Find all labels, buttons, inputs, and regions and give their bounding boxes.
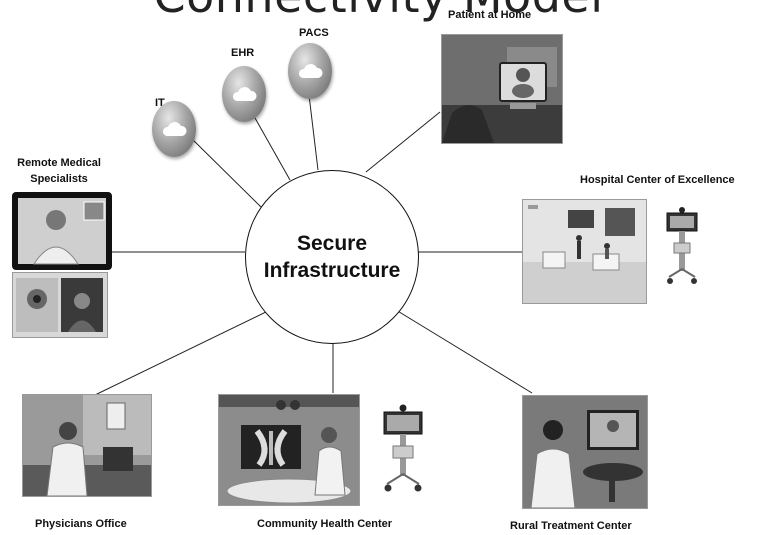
telemedicine-cart-hospital [663, 207, 701, 291]
photo-community-health-center [218, 394, 360, 506]
connector-it [187, 134, 262, 208]
label-community-health-center: Community Health Center [257, 518, 393, 530]
cloud-glyph-icon [232, 87, 257, 101]
label-rural-treatment-center: Rural Treatment Center [510, 520, 632, 532]
connector-patient-home [365, 111, 441, 173]
hub-label: Secure Infrastructure [263, 232, 401, 282]
cloud-icon [288, 43, 332, 99]
label-physicians-office: Physicians Office [35, 518, 127, 530]
photo-physicians-office [22, 394, 152, 497]
cloud-icon [152, 101, 196, 157]
photo-patient-at-home [441, 34, 563, 144]
cloud-icon [222, 66, 266, 122]
cloud-label-ehr: EHR [231, 47, 255, 59]
label-patient-at-home: Patient at Home [448, 9, 532, 21]
photo-rural-treatment-center [522, 395, 648, 509]
label-hospital-center-of-excellence: Hospital Center of Excellence [580, 174, 735, 186]
connector-physicians [94, 309, 271, 396]
connector-pacs [308, 94, 319, 171]
photo-hospital-center [522, 199, 647, 304]
cloud-label-it: IT [155, 97, 165, 109]
cloud-label-pacs: PACS [299, 27, 329, 39]
secure-infrastructure-hub: Secure Infrastructure [245, 170, 419, 344]
connector-ehr [254, 117, 291, 181]
cloud-glyph-icon [162, 122, 187, 136]
label-remote-medical-specialists: Remote Medical Specialists [17, 157, 101, 185]
connector-rural [395, 309, 533, 394]
photo-remote-consult-screen [12, 272, 108, 338]
telemedicine-cart-community [381, 404, 425, 496]
tablet-remote-specialist [12, 192, 112, 270]
cloud-glyph-icon [298, 64, 323, 78]
diagram-title: Connectivity Model [0, 0, 757, 22]
